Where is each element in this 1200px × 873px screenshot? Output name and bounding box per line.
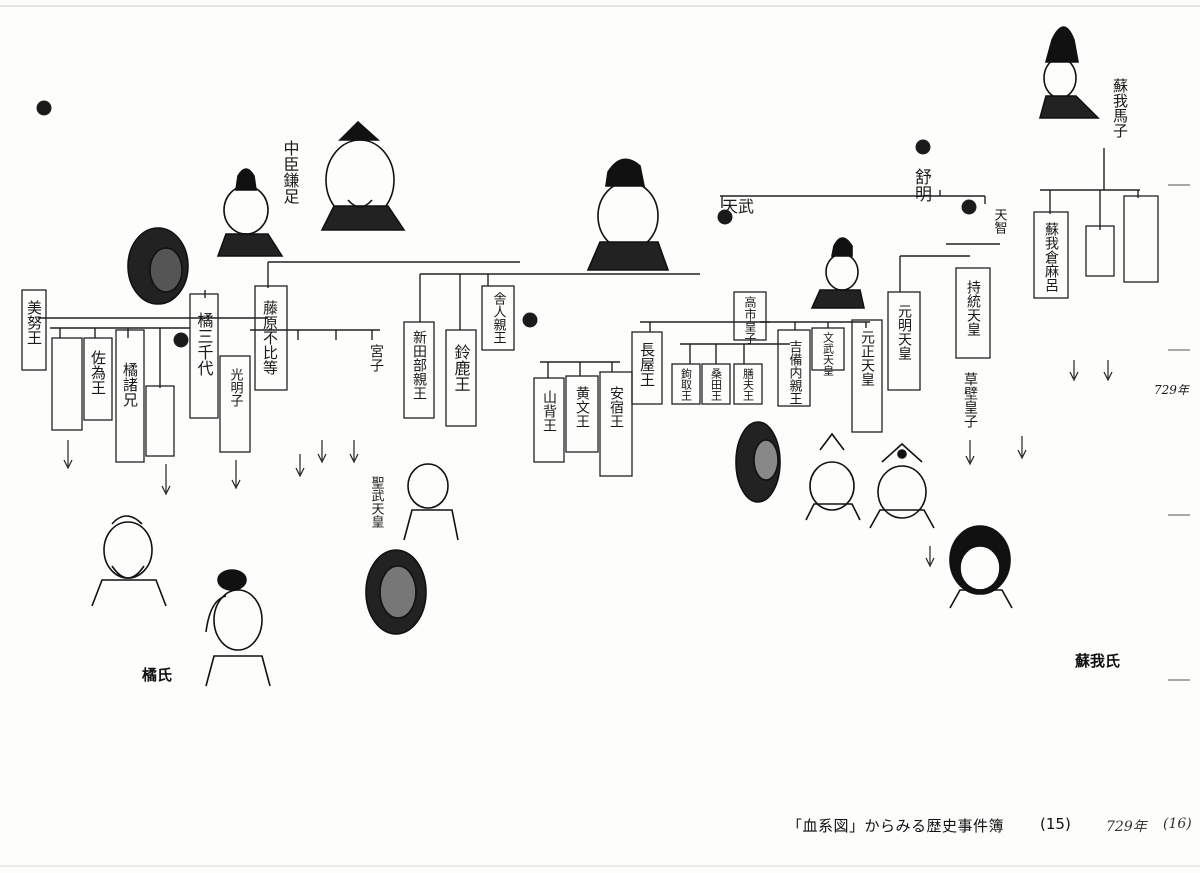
name-niitabe: 新田部親王 (411, 330, 427, 400)
portrait-gensho (869, 442, 935, 529)
portrait-moroe (91, 515, 167, 607)
portrait-nagaya (586, 158, 670, 271)
name-kusakabe: 草壁皇子 (962, 372, 978, 428)
name-kaguyama: 鉤取王 (680, 367, 693, 401)
circled-numbers (36, 100, 977, 348)
name-jomei: 舒明 (911, 168, 932, 203)
name-tenji: 天智 (992, 208, 1008, 234)
portrait-fuhito (216, 168, 284, 257)
name-kamatari: 中臣鎌足 (281, 140, 300, 204)
name-monmu: 文武天皇 (822, 331, 835, 376)
name-takechi: 高市皇子 (743, 295, 757, 344)
footer-handwritten-note: 729年 (1106, 819, 1147, 835)
name-tenmu: 天武 (722, 197, 754, 216)
descent-arrows (63, 360, 1113, 568)
portrait-kibi (735, 421, 781, 503)
name-soga-umako: 蘇我馬子 (1111, 78, 1129, 138)
footer-page-number: (15) (1040, 815, 1071, 833)
clan-label-soga: 蘇我氏 (1075, 652, 1121, 670)
name-shomu: 聖武天皇 (369, 476, 385, 528)
name-kibi: 吉備内親王 (787, 340, 803, 405)
name-miyako: 宮子 (368, 344, 384, 372)
portrait-jito (949, 525, 1013, 609)
name-mino-o: 美努王 (25, 300, 43, 345)
portrait-michiyo (127, 227, 189, 305)
name-kibumi: 黄文王 (574, 385, 590, 428)
name-fujiwara-fuhito: 藤原不比等 (261, 300, 279, 375)
portrait-tenmu (810, 237, 865, 309)
footer-title: 「血系図」からみる歴史事件簿 (787, 817, 1005, 835)
name-gensho: 元正天皇 (859, 330, 875, 386)
portrait-miyako (365, 549, 427, 635)
margin-note: 729年 (1154, 383, 1191, 397)
portrait-kamatari (320, 120, 406, 231)
name-suzuka-o: 鈴鹿王 (452, 344, 471, 392)
name-genmei: 元明天皇 (896, 304, 912, 360)
name-yamashiro: 山背王 (541, 390, 557, 432)
name-boxes (21, 195, 1159, 477)
portrait-umako (1038, 26, 1100, 119)
portrait-genmei (805, 432, 861, 521)
name-tachibana-michiyo: 橘三千代 (195, 312, 214, 377)
name-jito: 持統天皇 (965, 280, 981, 336)
name-toneri: 舎人親王 (491, 292, 507, 344)
name-sai-o: 佐為王 (89, 350, 107, 395)
name-tachibana-moroe: 橘諸兄 (121, 362, 139, 408)
name-kashiwade: 膳夫王 (742, 367, 755, 401)
tree-lines (38, 148, 1140, 388)
clan-label-tachibana: 橘氏 (142, 666, 173, 684)
name-komyo: 光明子 (228, 368, 244, 407)
footer-handwritten-page: (16) (1163, 816, 1192, 832)
name-soga-kurayamada: 蘇我倉麻呂 (1043, 222, 1059, 292)
portrait-komyo (205, 569, 271, 687)
name-asuka: 安宿王 (608, 386, 624, 428)
name-kuwata: 桑田王 (710, 368, 723, 401)
name-nagaya: 長屋王 (638, 342, 656, 387)
portrait-niitabe (403, 463, 459, 541)
scale-ticks (1168, 184, 1190, 681)
